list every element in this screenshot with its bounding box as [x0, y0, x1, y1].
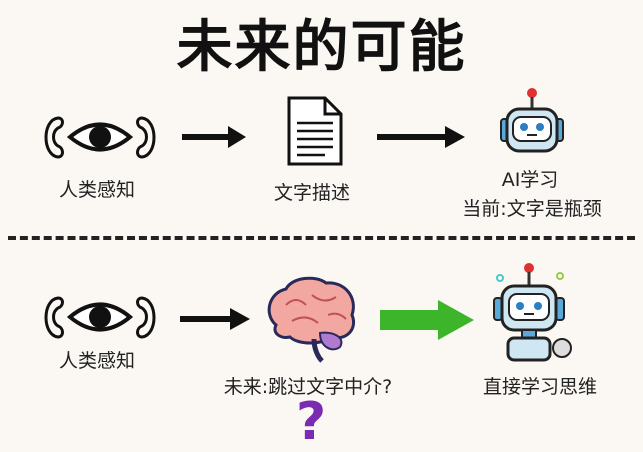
arrow-right-icon — [180, 308, 250, 330]
eye-ears-icon — [44, 116, 156, 159]
robot-icon — [493, 263, 572, 362]
perception-label: 人类感知 — [58, 350, 136, 372]
direct-learning-label: 直接学习思维 — [482, 376, 598, 398]
arrow-right-icon — [182, 126, 246, 148]
document-icon — [287, 96, 343, 166]
question-mark: ? — [296, 392, 327, 452]
arrow-right-icon — [377, 126, 465, 148]
ai-learning-label: AI学习 — [501, 169, 559, 191]
current-bottleneck-note: 当前:文字是瓶颈 — [462, 198, 602, 220]
green-arrow-icon — [380, 300, 474, 340]
page-title: 未来的可能 — [176, 15, 467, 80]
brain-icon — [267, 276, 355, 363]
eye-ears-icon — [44, 296, 156, 339]
robot-icon — [500, 88, 564, 153]
divider — [8, 236, 635, 240]
skip-text-label: 未来:跳过文字中介? — [223, 376, 393, 398]
text-description-label: 文字描述 — [273, 182, 351, 204]
perception-label: 人类感知 — [58, 179, 136, 201]
